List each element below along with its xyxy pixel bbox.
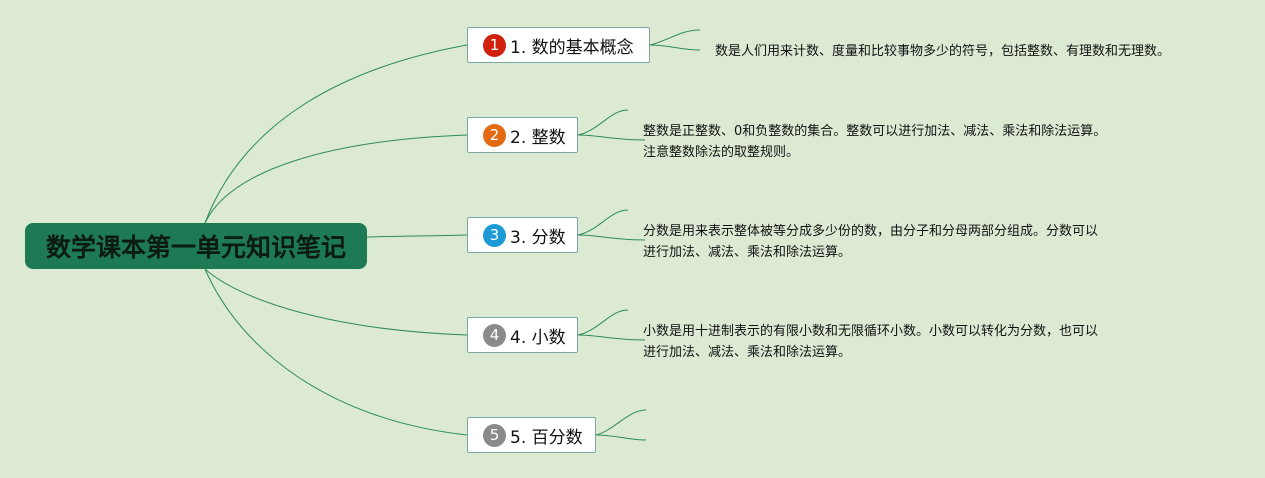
topic-2[interactable]: 2 2. 整数 xyxy=(467,117,578,153)
topic-3-note-line-1: 分数是用来表示整体被等分成多少份的数，由分子和分母两部分组成。分数可以 xyxy=(643,224,1099,239)
topic-4-note-line-2: 进行加法、减法、乘法和除法运算。 xyxy=(643,345,852,360)
topic-5-label: 5. 百分数 xyxy=(510,427,583,448)
topic-1[interactable]: 1 1. 数的基本概念 xyxy=(467,27,650,63)
link-root-topic-5 xyxy=(204,268,468,436)
bracket-topic-2-b xyxy=(577,134,646,141)
bracket-topic-5-b xyxy=(595,434,647,441)
topic-1-note-line-1: 数是人们用来计数、度量和比较事物多少的符号，包括整数、有理数和无理数。 xyxy=(715,44,1171,59)
link-root-topic-2 xyxy=(204,134,468,224)
link-root-topic-3 xyxy=(366,234,468,238)
topic-5[interactable]: 5 5. 百分数 xyxy=(467,417,596,453)
number-1-icon: 1 xyxy=(483,33,506,57)
number-2-icon: 2 xyxy=(483,123,506,147)
bracket-topic-4-b xyxy=(577,334,646,341)
topic-2-note: 整数是正整数、0和负整数的集合。整数可以进行加法、减法、乘法和除法运算。 注意整… xyxy=(643,121,1106,163)
number-3-icon: 3 xyxy=(483,223,506,247)
topic-1-note: 数是人们用来计数、度量和比较事物多少的符号，包括整数、有理数和无理数。 xyxy=(715,41,1170,62)
topic-3[interactable]: 3 3. 分数 xyxy=(467,217,578,253)
topic-4-note: 小数是用十进制表示的有限小数和无限循环小数。小数可以转化为分数，也可以 进行加法… xyxy=(643,321,1098,363)
root-title: 数学课本第一单元知识笔记 xyxy=(45,233,346,262)
number-4-icon: 4 xyxy=(483,323,506,347)
topic-3-note: 分数是用来表示整体被等分成多少份的数，由分子和分母两部分组成。分数可以 进行加法… xyxy=(643,221,1098,263)
link-root-topic-4 xyxy=(204,268,468,336)
topic-4-label: 4. 小数 xyxy=(510,327,566,348)
bracket-topic-3-a xyxy=(577,209,629,236)
topic-4[interactable]: 4 4. 小数 xyxy=(467,317,578,353)
link-root-topic-1 xyxy=(204,44,468,224)
topic-2-label: 2. 整数 xyxy=(510,127,566,148)
topic-3-label: 3. 分数 xyxy=(510,227,566,248)
bracket-topic-1-a xyxy=(649,29,701,46)
bracket-topic-1-b xyxy=(649,44,701,51)
bracket-topic-3-b xyxy=(577,234,646,241)
topic-3-note-line-2: 进行加法、减法、乘法和除法运算。 xyxy=(643,245,852,260)
topic-1-label: 1. 数的基本概念 xyxy=(510,37,634,58)
bracket-topic-2-a xyxy=(577,109,629,136)
topic-2-note-line-2: 注意整数除法的取整规则。 xyxy=(643,145,800,160)
bracket-topic-4-a xyxy=(577,309,629,336)
topic-2-note-line-1: 整数是正整数、0和负整数的集合。整数可以进行加法、减法、乘法和除法运算。 xyxy=(643,124,1107,139)
number-5-icon: 5 xyxy=(483,423,506,447)
topic-4-note-line-1: 小数是用十进制表示的有限小数和无限循环小数。小数可以转化为分数，也可以 xyxy=(643,324,1099,339)
bracket-topic-5-a xyxy=(595,409,647,436)
root-topic[interactable]: 数学课本第一单元知识笔记 xyxy=(25,223,367,269)
